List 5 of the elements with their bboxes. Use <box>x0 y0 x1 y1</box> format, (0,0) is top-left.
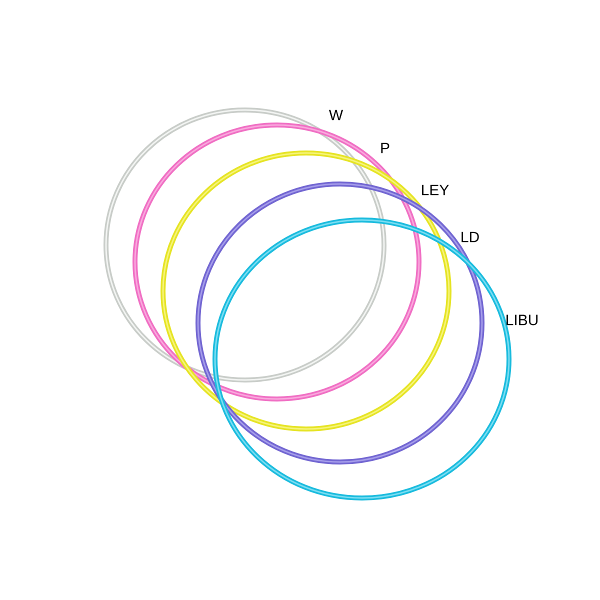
ring-label: P <box>381 142 390 154</box>
ring-label: W <box>329 110 344 120</box>
ring-label: LEY <box>422 184 449 196</box>
ring-label: LIBU <box>506 314 538 326</box>
ring-label: LD <box>462 232 479 242</box>
